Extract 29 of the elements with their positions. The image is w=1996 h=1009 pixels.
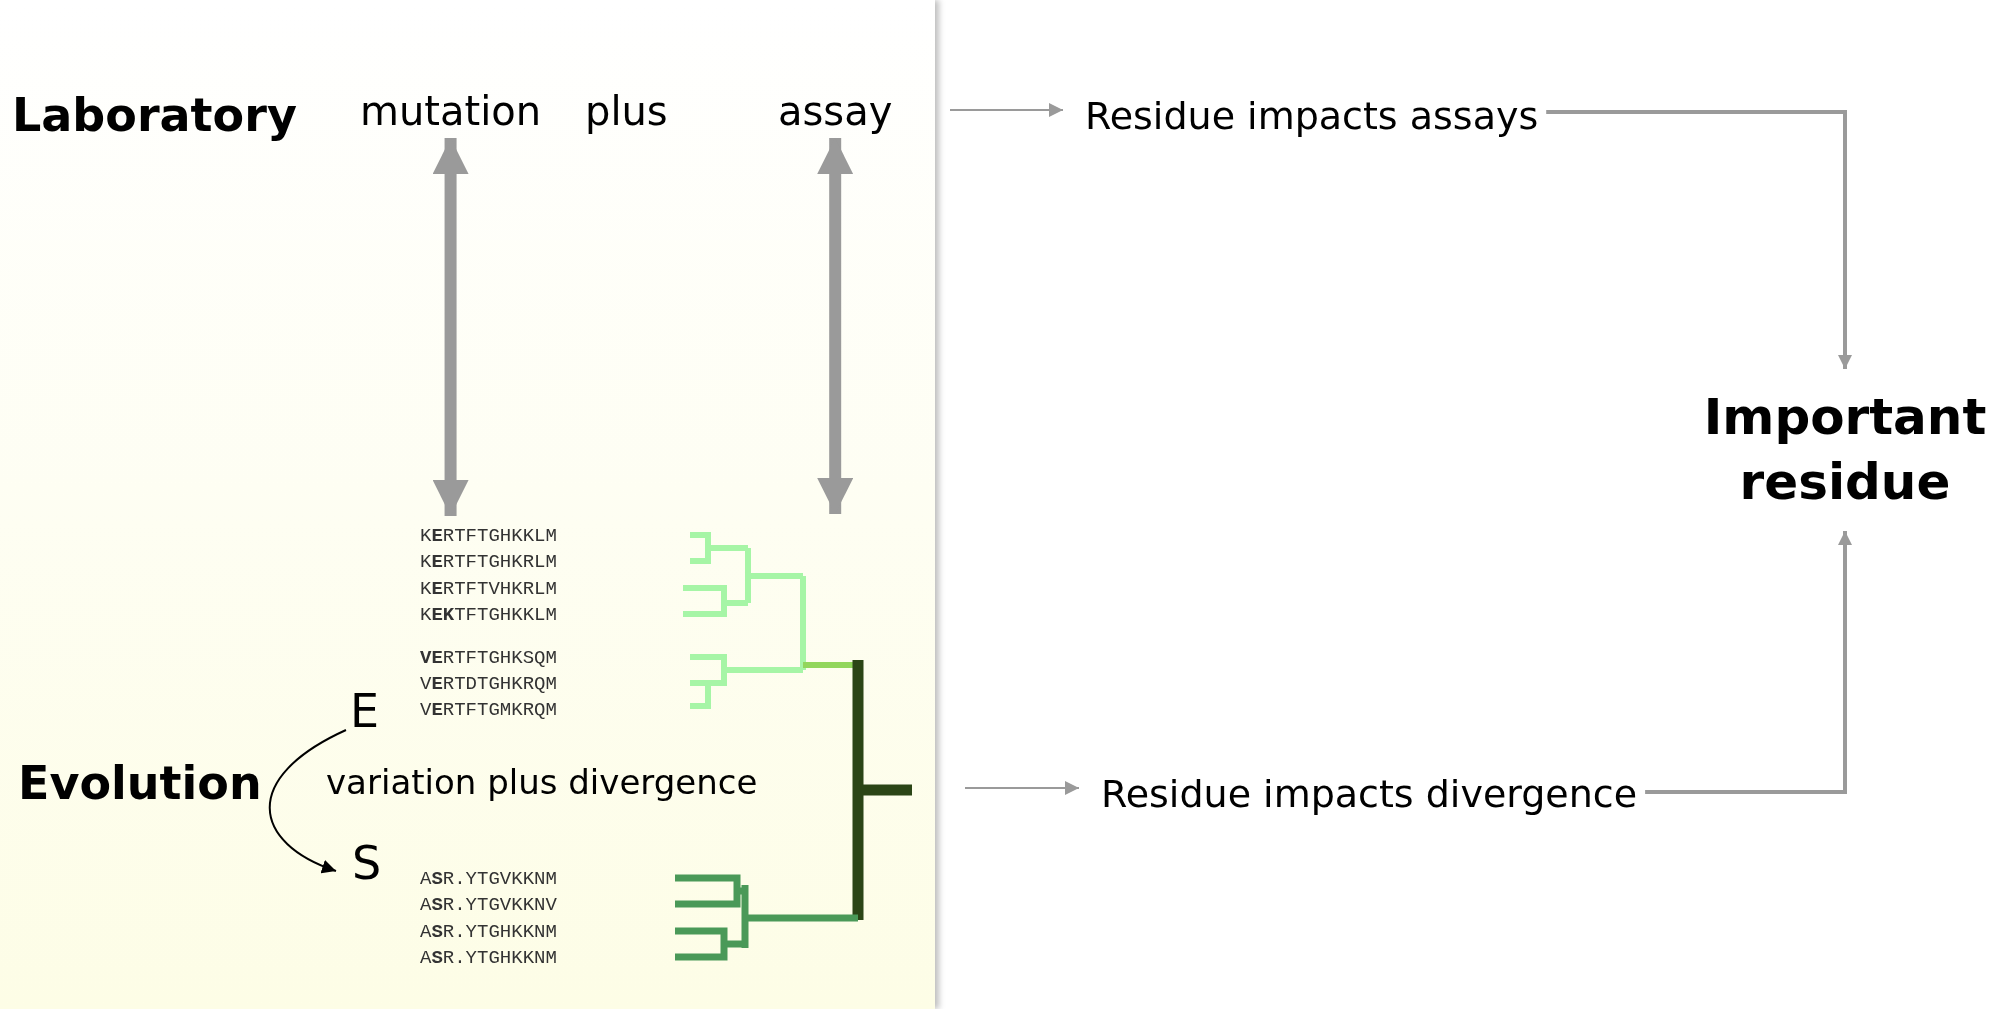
sequence-line: ASR.YTGVKKNV	[420, 894, 557, 916]
process-label: variation plus divergence	[326, 762, 758, 802]
sequence-line: VERTFTGHKSQM	[420, 647, 557, 669]
sequence-line: ASR.YTGVKKNM	[420, 868, 557, 890]
arrow	[1645, 531, 1852, 794]
sequence-line: KERTFTGHKKLM	[420, 525, 557, 547]
row-heading: Evolution	[18, 756, 262, 810]
arrow	[268, 729, 347, 873]
process-label: assay	[778, 88, 893, 134]
arrow	[817, 138, 854, 514]
row-heading: Laboratory	[12, 88, 297, 142]
sequence-line: KEKTFTGHKKLM	[420, 604, 557, 626]
conclusion-text: Important residue	[1700, 385, 1990, 515]
sequence-line: VERTFTGMKRQM	[420, 699, 557, 721]
arrow	[949, 103, 1064, 117]
sequence-line: KERTFTGHKRLM	[420, 551, 557, 573]
arrow	[964, 781, 1080, 795]
arrow	[432, 138, 469, 516]
process-label: mutation	[360, 88, 542, 134]
letter-label: E	[350, 684, 380, 738]
connector-word: plus	[585, 88, 668, 134]
arrow	[1546, 110, 1852, 369]
result-text: Residue impacts assays	[1085, 94, 1539, 138]
sequence-line: ASR.YTGHKKNM	[420, 947, 557, 969]
sequence-line: VERTDTGHKRQM	[420, 673, 557, 695]
result-text: Residue impacts divergence	[1101, 772, 1638, 816]
sequence-line: ASR.YTGHKKNM	[420, 921, 557, 943]
sequence-line: KERTFTVHKRLM	[420, 578, 557, 600]
letter-label: S	[352, 836, 382, 890]
